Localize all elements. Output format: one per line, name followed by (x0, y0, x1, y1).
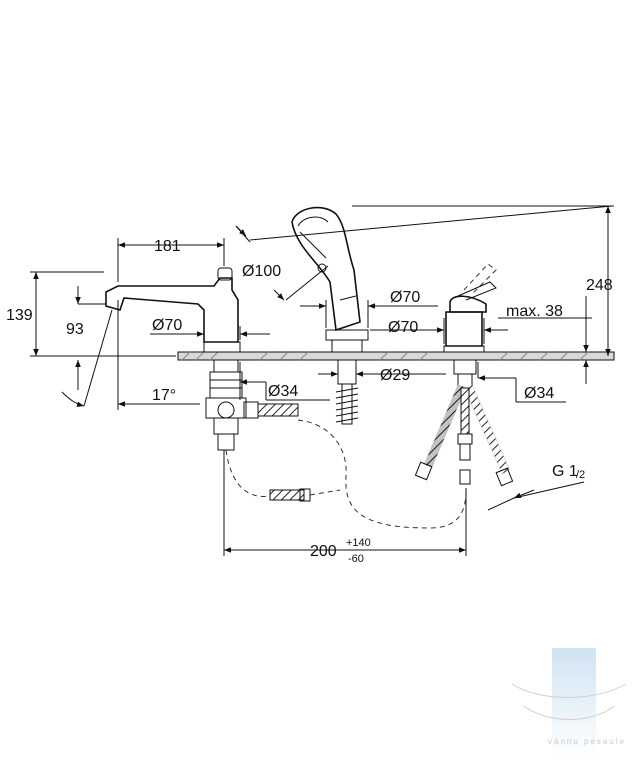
watermark-text: vannu pesaule (548, 737, 626, 746)
dim-label-spout-height: 93 (66, 321, 84, 338)
dim-label-shower-head: Ø100 (242, 263, 281, 280)
bath-spout (105, 267, 299, 451)
dim-thread: G 1 /2 (487, 463, 585, 511)
mixer-hoses (414, 384, 514, 487)
dim-shower-head: Ø100 (235, 205, 613, 301)
dim-spout-length: 181 (117, 238, 225, 282)
dim-label-height-left: 139 (6, 307, 33, 324)
dim-label-spacing-plus: +140 (346, 537, 371, 549)
dim-spout-height: 93 (66, 286, 106, 390)
deck-plate (177, 351, 615, 361)
single-lever-mixer (443, 263, 497, 389)
dim-label-shower-base: Ø70 (390, 289, 420, 306)
dim-label-hole-center: Ø29 (380, 367, 410, 384)
dim-height-left: 139 (6, 271, 176, 357)
dim-mixer-base: Ø70 (370, 318, 508, 344)
dim-spacing: 200 +140 -60 (223, 450, 467, 565)
dim-label-height-right: 248 (586, 277, 613, 294)
dim-label-spacing-minus: -60 (348, 553, 364, 565)
dim-deck-thickness: max. 38 (498, 296, 592, 384)
dim-spout-angle: 17° (61, 300, 200, 410)
watermark-logo: vannu pesaule (511, 648, 627, 758)
dim-shower-base: Ø70 (300, 289, 438, 328)
dim-hole-left: Ø34 (213, 362, 330, 401)
dim-hole-right: Ø34 (477, 362, 566, 403)
dim-label-deck-thickness: max. 38 (506, 303, 563, 320)
dim-label-mixer-base: Ø70 (388, 319, 418, 336)
shower-hose (225, 419, 467, 529)
dim-label-spout-angle: 17° (152, 387, 176, 404)
dim-label-spout-length: 181 (154, 238, 181, 255)
dim-label-spout-base: Ø70 (152, 317, 182, 334)
dim-label-thread: G 1 (552, 463, 578, 480)
dim-spout-base: Ø70 (150, 317, 270, 340)
dim-label-hole-right: Ø34 (524, 385, 554, 402)
dim-label-thread-fraction: /2 (576, 469, 585, 481)
dim-height-right: 248 (352, 205, 614, 356)
dim-hole-center: Ø29 (318, 367, 446, 384)
dim-label-hole-left: Ø34 (268, 383, 298, 400)
hand-shower (291, 206, 369, 425)
dim-label-spacing: 200 (310, 543, 337, 560)
